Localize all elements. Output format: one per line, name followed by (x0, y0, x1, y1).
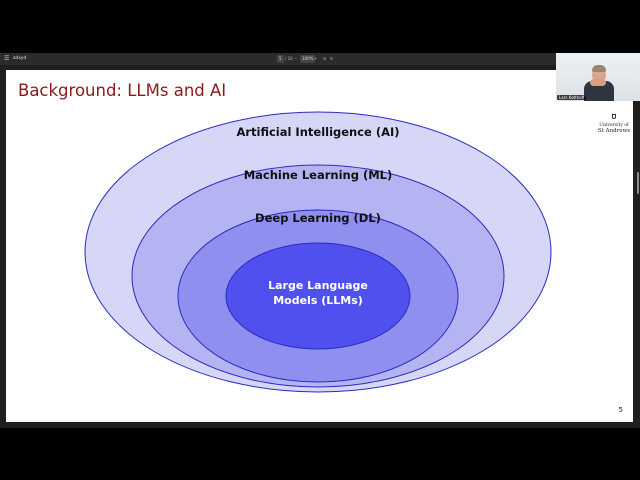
hamburger-icon[interactable]: ☰ (4, 55, 10, 62)
logo-line2: St Andrews (597, 128, 631, 134)
label-dl: Deep Learning (DL) (255, 211, 381, 225)
university-logo: University of St Andrews (594, 104, 634, 134)
rotate-icon[interactable]: ↻ (330, 56, 334, 61)
label-llm-line2: Models (LLMs) (273, 294, 363, 307)
viewer-toolbar: ☰ zdxyd 5 / 16 − 100% + ⊡ ↻ (0, 53, 640, 65)
page-total: / 16 (285, 56, 293, 61)
crest-icon (612, 114, 616, 119)
fit-page-icon[interactable]: ⊡ (323, 56, 327, 61)
participant-name: Lars Kotthoff (557, 95, 587, 100)
person-hands (590, 79, 606, 86)
person-body (584, 81, 614, 101)
participant-video[interactable]: Lars Kotthoff (556, 53, 640, 101)
slide-title: Background: LLMs and AI (18, 81, 227, 100)
zoom-level[interactable]: 100% (300, 55, 316, 63)
label-llm-line1: Large Language (268, 279, 368, 292)
scrollbar-thumb[interactable] (637, 172, 639, 194)
document-title: zdxyd (13, 56, 27, 61)
page-number-input[interactable]: 5 (277, 55, 284, 63)
label-ai: Artificial Intelligence (AI) (236, 125, 399, 139)
slide-page-number: 5 (618, 406, 623, 414)
label-ml: Machine Learning (ML) (244, 168, 393, 182)
zoom-out-button[interactable]: − (294, 56, 298, 61)
ring-llm (225, 242, 411, 350)
zoom-in-button[interactable]: + (314, 56, 318, 61)
slide-page: Artificial Intelligence (AI) Machine Lea… (6, 70, 633, 422)
logo-line1: University of (599, 123, 629, 128)
person-hair (592, 65, 606, 72)
nested-ellipse-diagram: Artificial Intelligence (AI) Machine Lea… (84, 111, 552, 393)
